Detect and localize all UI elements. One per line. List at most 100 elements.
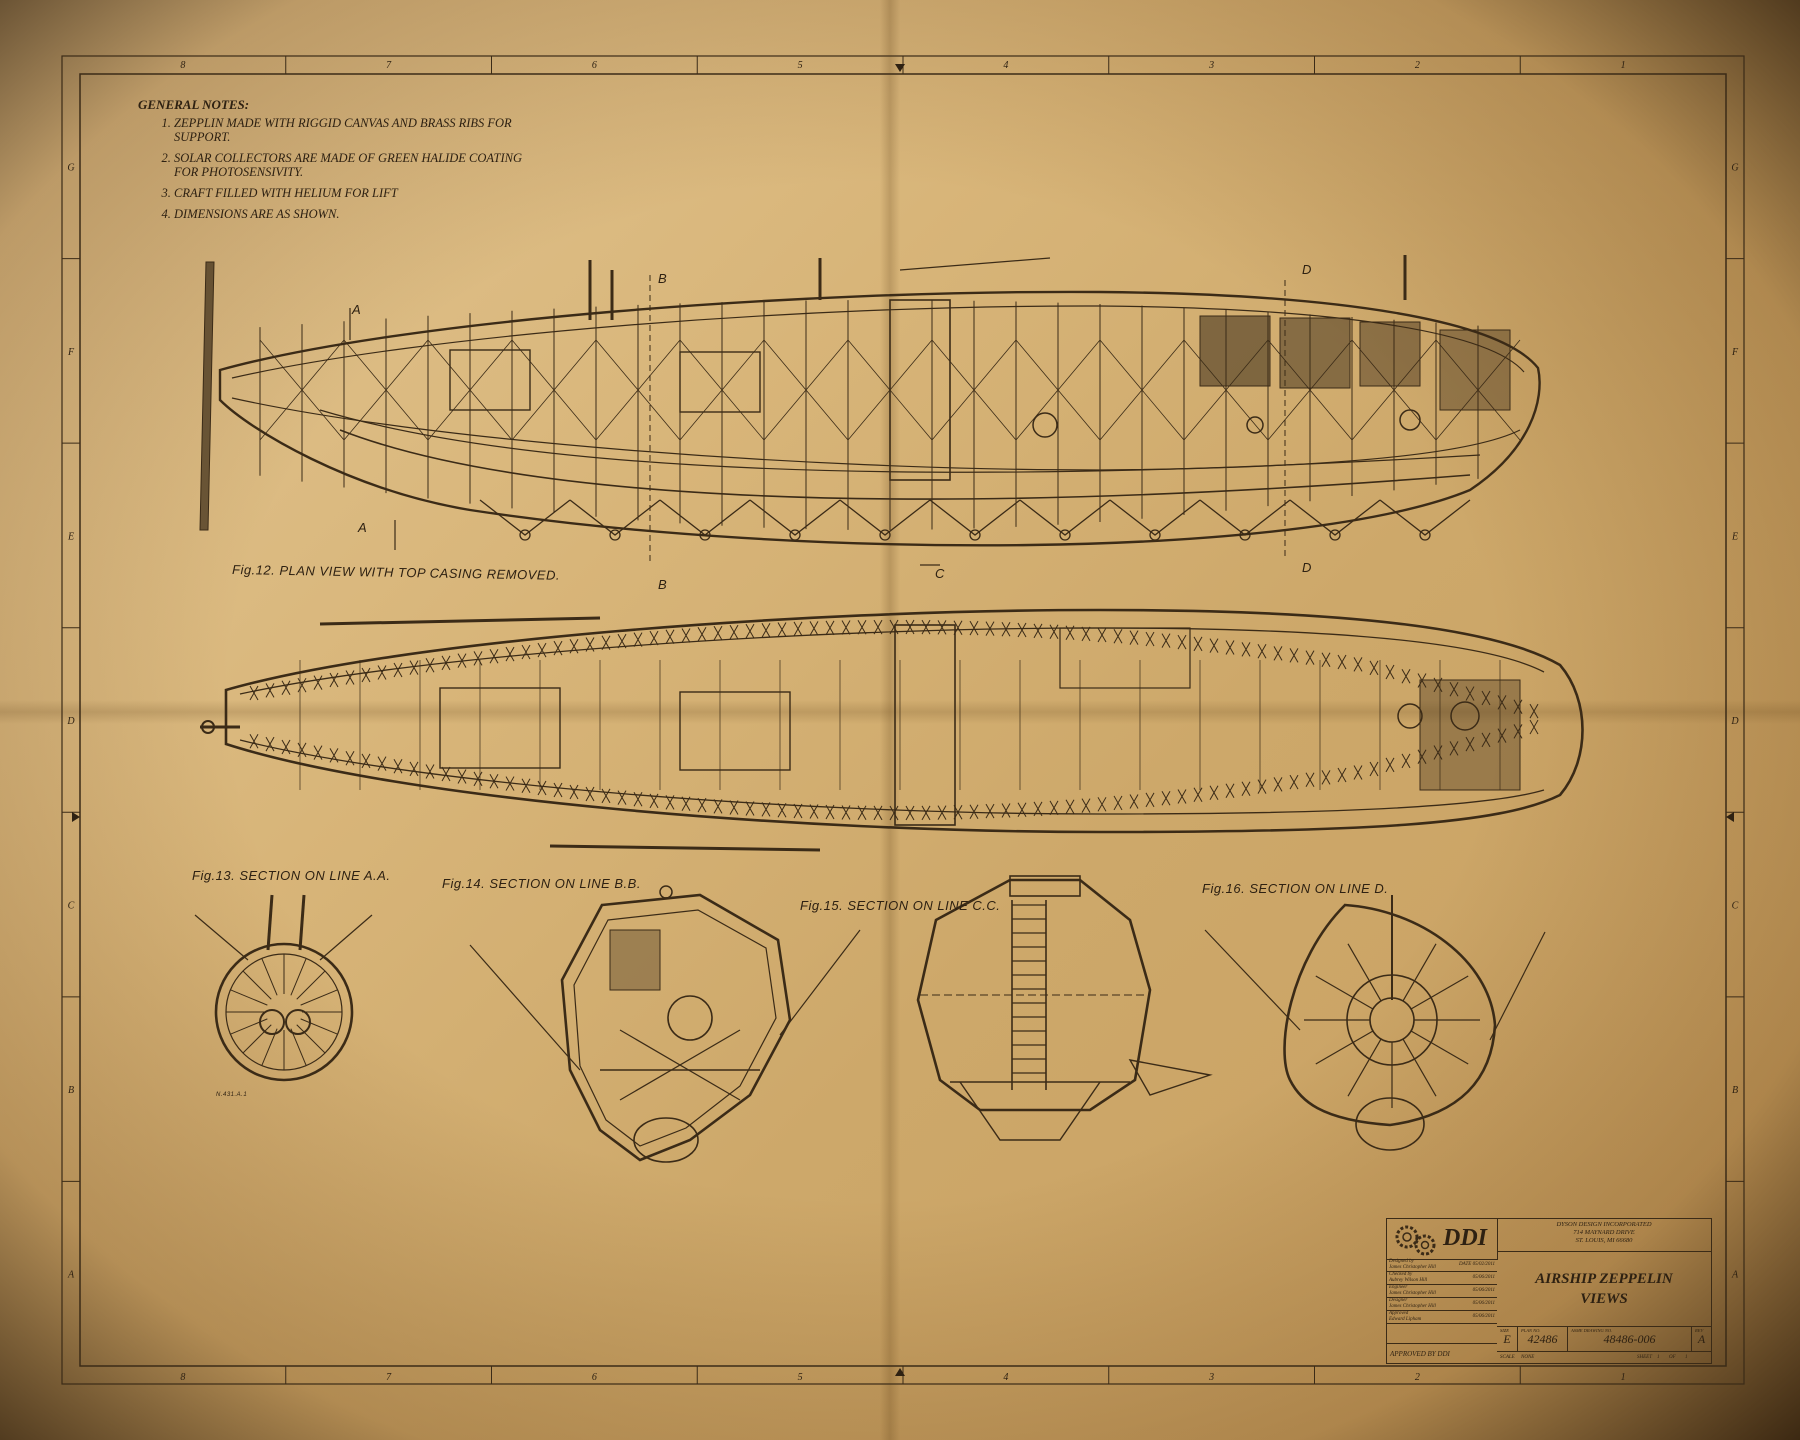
company-street: 714 MAYNARD DRIVE: [1573, 1229, 1635, 1236]
note-item: DIMENSIONS ARE AS SHOWN.: [174, 207, 538, 221]
approval-role: Designer: [1389, 1298, 1408, 1303]
rev-value: A: [1697, 1332, 1706, 1346]
lattice-segment: [601, 635, 611, 651]
lattice-segment: [553, 782, 563, 798]
lattice-segment: [1113, 795, 1123, 811]
approval-name: Edward Lipham: [1389, 1317, 1422, 1322]
lattice-segment: [729, 800, 739, 815]
lattice-segment: [393, 759, 403, 774]
lattice-segment: [1305, 650, 1315, 665]
fig16-spoke: [1347, 1038, 1382, 1097]
lattice-segment: [713, 799, 723, 814]
fig12-brace: [1435, 339, 1521, 441]
lattice-segment: [1497, 695, 1507, 710]
lattice-segment: [1081, 798, 1091, 813]
lattice-segment: [777, 622, 787, 637]
lattice-segment: [681, 628, 691, 643]
fig12b-lattice-truss: [249, 619, 1539, 821]
fig12-brace: [931, 339, 1017, 441]
lattice-segment: [441, 766, 451, 782]
fig12-truss: [479, 499, 571, 536]
lattice-segment: [1001, 803, 1011, 818]
note-item: CRAFT FILLED WITH HELIUM FOR LIFT: [174, 186, 538, 200]
lattice-segment: [1289, 648, 1299, 663]
note-item: SOLAR COLLECTORS ARE MADE OF GREEN HALID…: [174, 151, 538, 179]
zone-column-label: 4: [1003, 1372, 1008, 1383]
lattice-segment: [1145, 792, 1155, 808]
lattice-segment: [361, 667, 371, 683]
lattice-segment: [1465, 736, 1475, 752]
fig12-brace: [763, 339, 849, 441]
lattice-segment: [905, 619, 915, 635]
company-name: DYSON DESIGN INCORPORATED: [1556, 1221, 1652, 1228]
lattice-segment: [489, 774, 499, 789]
fig12-truss: [929, 499, 1021, 536]
fig12-node: [789, 529, 801, 541]
lattice-segment: [793, 621, 803, 637]
lattice-segment: [1065, 799, 1075, 815]
lattice-segment: [809, 804, 819, 819]
approval-name: Aubrey Wilson Hill: [1389, 1278, 1428, 1283]
lattice-segment: [841, 805, 851, 820]
logo-text: DDI: [1443, 1225, 1488, 1251]
lattice-segment: [697, 797, 707, 813]
frame-ticks: [62, 56, 1744, 1384]
lattice-segment: [1033, 623, 1043, 639]
approval-role: Designed by: [1389, 1259, 1414, 1264]
lattice-segment: [617, 790, 627, 805]
lattice-segment: [649, 630, 659, 646]
fig16-caption: Fig.16. SECTION ON LINE D.: [1202, 881, 1388, 896]
zone-row-label: D: [1730, 716, 1739, 727]
zone-row-label: G: [1731, 162, 1738, 173]
lattice-segment: [633, 632, 643, 647]
fig13-spoke: [261, 958, 278, 996]
general-notes-title: GENERAL NOTES:: [138, 97, 250, 112]
marker-c: C: [935, 566, 945, 581]
lattice-segment: [745, 623, 755, 639]
fig12-brace: [595, 339, 681, 441]
lattice-segment: [1369, 761, 1379, 777]
lattice-segment: [1257, 644, 1267, 659]
lattice-segment: [1417, 749, 1427, 764]
note-item: ZEPPLIN MADE WITH RIGGID CANVAS AND BRAS…: [174, 116, 538, 144]
lattice-segment: [665, 795, 675, 810]
fig16-spoke: [1402, 943, 1437, 1002]
lattice-segment: [1161, 791, 1171, 806]
lattice-segment: [1481, 690, 1491, 706]
fig16-spoke: [1347, 943, 1382, 1002]
scale-label: SCALE: [1500, 1355, 1515, 1360]
zone-column-label: 5: [798, 1372, 803, 1383]
fig12-brace: [343, 339, 429, 441]
fig14-caption: Fig.14. SECTION ON LINE B.B.: [442, 876, 641, 891]
lattice-segment: [409, 660, 419, 675]
lattice-segment: [1513, 724, 1523, 739]
fig12-node: [1239, 529, 1251, 541]
lattice-segment: [569, 639, 579, 654]
lattice-segment: [1241, 642, 1251, 657]
lattice-segment: [1273, 777, 1283, 792]
fig12-caption: Fig.12. PLAN VIEW WITH TOP CASING REMOVE…: [232, 562, 560, 583]
plan-cell: PLAN NO.42486: [1517, 1327, 1567, 1351]
lattice-segment: [1209, 785, 1219, 801]
zone-column-label: 1: [1621, 60, 1626, 71]
fig12-node: [519, 529, 531, 541]
lattice-segment: [297, 742, 307, 758]
lattice-segment: [617, 633, 627, 649]
approval-role: Approved: [1389, 1311, 1409, 1316]
lattice-segment: [505, 646, 515, 662]
lattice-segment: [1129, 794, 1139, 809]
lattice-segment: [345, 670, 355, 685]
lattice-segment: [1369, 660, 1379, 676]
lattice-segment: [1353, 765, 1363, 780]
lattice-segment: [1113, 629, 1123, 644]
lattice-segment: [649, 793, 659, 809]
zone-column-label: 2: [1415, 1372, 1420, 1383]
zone-row-label: B: [68, 1085, 74, 1096]
lattice-segment: [345, 750, 355, 766]
zone-column-label: 7: [386, 60, 392, 71]
lattice-segment: [1049, 800, 1059, 816]
zone-column-label: 8: [180, 60, 185, 71]
